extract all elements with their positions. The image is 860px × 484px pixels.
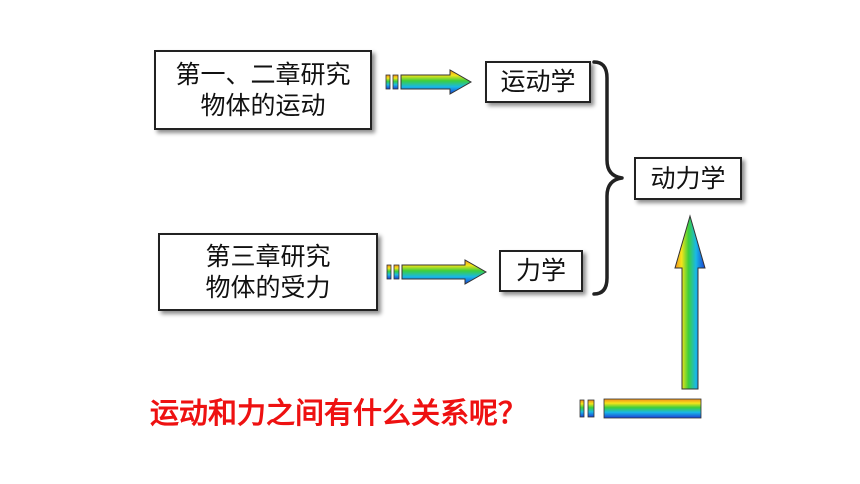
- force-box: 力学: [499, 250, 583, 292]
- arrow-to-kinematics-icon: [385, 69, 473, 95]
- chapter-3-line-2: 物体的受力: [205, 273, 331, 302]
- question-text: 运动和力之间有什么关系呢？: [150, 396, 528, 430]
- kinematics-box: 运动学: [485, 61, 591, 103]
- dynamics-label: 动力学: [650, 163, 726, 193]
- chapter-3-force-box: 第三章研究 物体的受力: [158, 233, 378, 311]
- dynamics-box: 动力学: [634, 157, 742, 200]
- arrow-to-dynamics-icon: [579, 214, 706, 419]
- force-label: 力学: [515, 256, 566, 286]
- chapter-3-line-1: 第三章研究: [205, 241, 331, 271]
- chapter-1-2-line-1: 第一、二章研究: [175, 59, 351, 89]
- chapter-1-2-line-2: 物体的运动: [200, 91, 326, 120]
- arrow-to-force-icon: [386, 259, 488, 285]
- curly-brace-icon: [592, 60, 624, 296]
- kinematics-label: 运动学: [500, 67, 576, 97]
- chapter-1-2-motion-box: 第一、二章研究 物体的运动: [154, 50, 372, 130]
